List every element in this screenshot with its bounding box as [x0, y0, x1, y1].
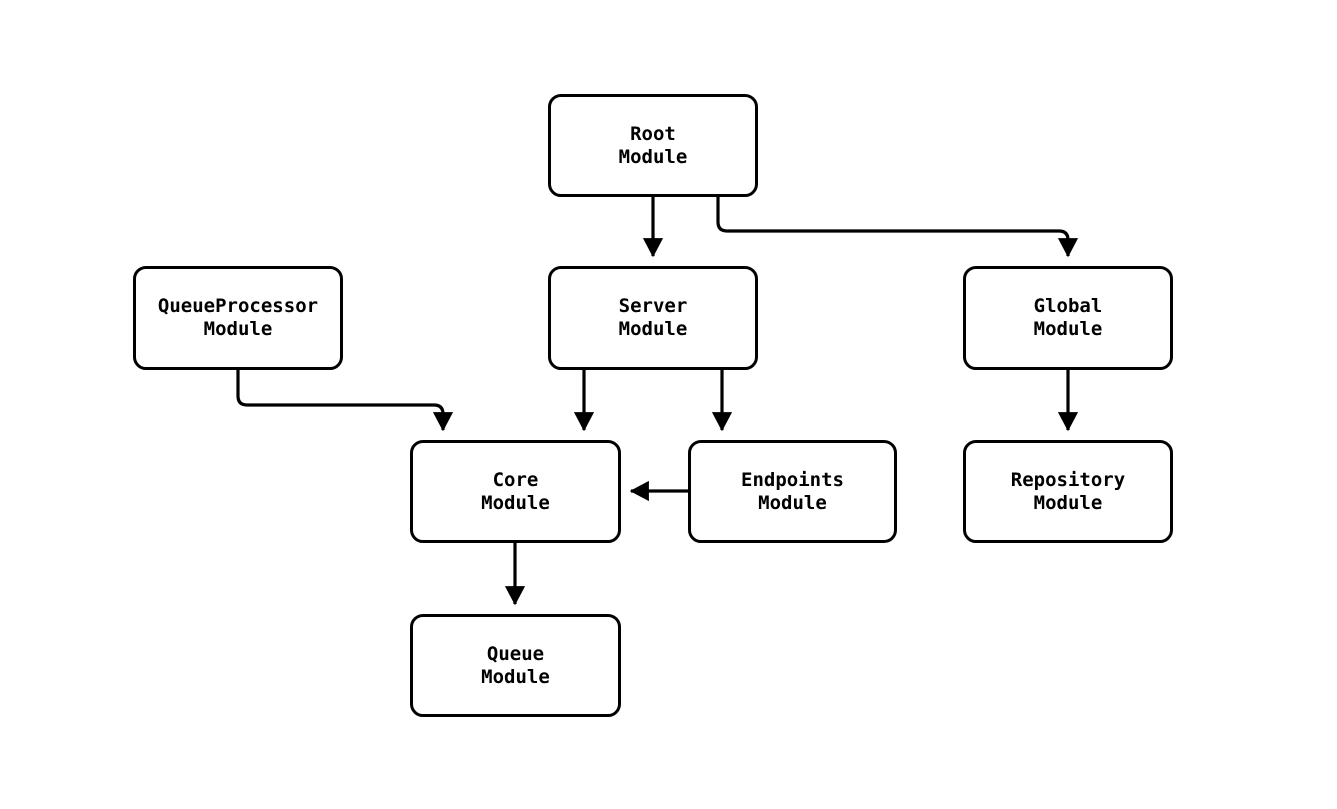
node-queueprocessor-module-line1: QueueProcessor [157, 295, 319, 317]
node-root-module-line2: Module [618, 145, 688, 168]
node-core-module[interactable]: Core Module [410, 440, 621, 543]
node-global-module[interactable]: Global Module [963, 266, 1173, 370]
node-root-module-line1: Root [630, 122, 676, 145]
edge-root-to-global [716, 197, 1079, 258]
node-server-module[interactable]: Server Module [548, 266, 758, 370]
node-queue-module-line2: Module [481, 665, 550, 688]
node-endpoints-module-line2: Module [758, 491, 827, 514]
node-repository-module-line1: Repository [1010, 468, 1126, 491]
node-queue-module[interactable]: Queue Module [410, 614, 621, 717]
node-queueprocessor-module[interactable]: QueueProcessor Module [133, 266, 343, 370]
edge-queueprocessor-to-core [236, 370, 454, 432]
node-repository-module-line2: Module [1033, 491, 1103, 514]
node-endpoints-module-line1: Endpoints [741, 468, 844, 491]
node-endpoints-module[interactable]: Endpoints Module [688, 440, 897, 543]
node-global-module-line1: Global [1033, 295, 1103, 317]
node-repository-module[interactable]: Repository Module [963, 440, 1173, 543]
node-queue-module-line1: Queue [486, 642, 545, 665]
node-core-module-line1: Core [492, 468, 539, 491]
node-core-module-line2: Module [481, 491, 550, 514]
node-server-module-line1: Server [618, 295, 688, 317]
node-root-module[interactable]: Root Module [548, 94, 758, 197]
node-queueprocessor-module-line2: Module [203, 318, 273, 340]
node-server-module-line2: Module [618, 318, 688, 340]
node-global-module-line2: Module [1033, 318, 1103, 340]
